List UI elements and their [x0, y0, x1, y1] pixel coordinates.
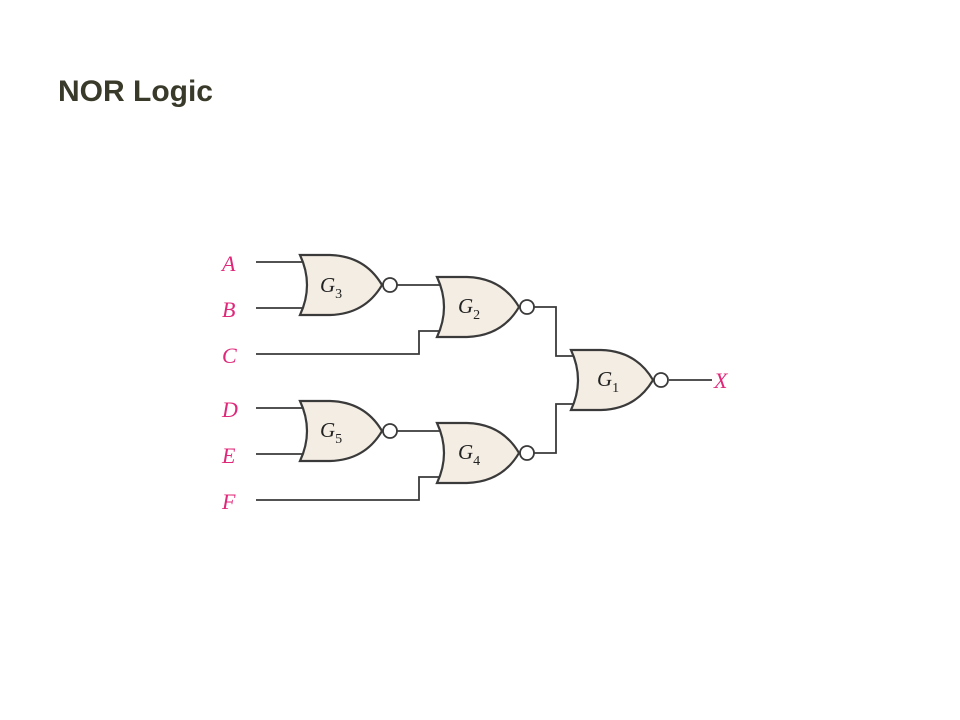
nor-gate-body — [435, 275, 521, 339]
gate-label: G3 — [320, 273, 342, 302]
wire-c — [256, 330, 442, 355]
nor-gate-body — [569, 348, 655, 412]
gate-letter: G — [458, 294, 473, 318]
gate-letter: G — [320, 418, 335, 442]
input-label-e: E — [221, 443, 236, 468]
wire-f — [256, 476, 442, 501]
gate-subscript: 3 — [335, 287, 342, 302]
inversion-bubble — [519, 299, 535, 315]
gate-label: G5 — [320, 418, 342, 447]
signal-labels: A B C D E F X — [220, 251, 729, 514]
gate-subscript: 2 — [473, 308, 480, 323]
gate-label: G2 — [458, 294, 480, 323]
gate-g4: G4 — [435, 421, 535, 485]
input-label-b: B — [222, 297, 235, 322]
gate-subscript: 4 — [473, 454, 480, 469]
inversion-bubble — [382, 423, 398, 439]
gate-g1: G1 — [569, 348, 669, 412]
wires — [256, 261, 712, 501]
gate-label: G4 — [458, 440, 480, 469]
inversion-bubble — [519, 445, 535, 461]
inversion-bubble — [382, 277, 398, 293]
gate-g3: G3 — [298, 253, 398, 317]
inversion-bubble — [653, 372, 669, 388]
wire-g2-to-g1 — [532, 306, 576, 357]
gate-subscript: 5 — [335, 432, 342, 447]
input-label-c: C — [222, 343, 237, 368]
nor-gate-body — [435, 421, 521, 485]
nor-gate-body — [298, 399, 384, 463]
gate-g5: G5 — [298, 399, 398, 463]
input-label-f: F — [221, 489, 236, 514]
gate-letter: G — [458, 440, 473, 464]
input-label-a: A — [220, 251, 236, 276]
nor-gate-body — [298, 253, 384, 317]
gate-label: G1 — [597, 367, 619, 396]
gate-letter: G — [597, 367, 612, 391]
page-title: NOR Logic — [58, 75, 213, 108]
gate-subscript: 1 — [612, 381, 619, 396]
wire-g4-to-g1 — [532, 403, 576, 454]
input-label-d: D — [221, 397, 238, 422]
output-label-x: X — [713, 368, 729, 393]
gate-letter: G — [320, 273, 335, 297]
gate-g2: G2 — [435, 275, 535, 339]
